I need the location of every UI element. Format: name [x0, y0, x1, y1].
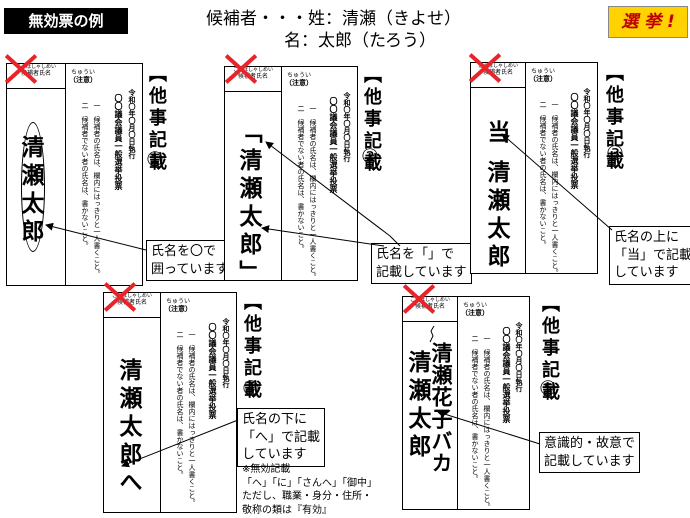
ballot-name-column: [403, 321, 458, 509]
callout-2: 氏名を「」で 記載しています: [371, 243, 472, 285]
ballot-date: 令和〇年〇月〇日執行: [515, 322, 523, 392]
callout-3: 氏名の上に 「当」で記載 しています: [609, 226, 690, 285]
arrow-2b: [389, 235, 401, 247]
senkyo-badge: 選 挙 !: [608, 6, 688, 38]
ballot-rule-2: 二 候補者でない者の氏名は、書かないこと。: [539, 101, 547, 248]
arrow-1: [45, 222, 147, 251]
arrow-2a: [261, 225, 385, 247]
ballot-rule-1: 一 候補者の氏名は、欄内にはっきりと一人書くこと。: [551, 101, 559, 276]
arrow-4: [121, 419, 239, 468]
ballot-rule-2: 二 候補者でない者の氏名は、書かないこと。: [176, 331, 184, 478]
ballot-chui: ちゅうい（注意）: [69, 69, 97, 84]
example-number-4: ④: [242, 376, 260, 400]
candidate-name-3: 清瀬太郎: [483, 160, 509, 272]
ballot-4: こうほしゃしめい 候補者氏名 ちゅうい（注意） 令和〇年〇月〇日執行 〇〇議会議…: [103, 292, 237, 513]
candidate-name-2: 「清瀬太郎」: [235, 120, 261, 288]
example-number-5: ⑤: [539, 376, 557, 400]
circle-mark: [21, 122, 45, 252]
tajiki-label-5: 【他事記載: [539, 294, 560, 404]
ballot-rule-1: 一 候補者の氏名は、欄内にはっきりと一人書くこと。: [483, 335, 491, 510]
arrow-2c: [265, 141, 391, 237]
ballot-rule-2: 二 候補者でない者の氏名は、書かないこと。: [81, 102, 89, 249]
ballot-rule-1: 一 候補者の氏名は、欄内にはっきりと一人書くこと。: [309, 105, 317, 280]
example-number-3: ③: [606, 141, 624, 165]
arrow-5: [437, 410, 541, 445]
tajiki-label-2: 【他事記載: [361, 65, 382, 175]
ballot-election: 〇〇議会議員一般選挙投票: [502, 327, 511, 423]
ballot-name-column: [471, 87, 526, 273]
ballot-2: こうほしゃしめい 候補者氏名 ちゅうい（注意） 令和〇年〇月〇日執行 〇〇議会議…: [224, 66, 358, 281]
ballot-election: 〇〇議会議員一般選挙投票: [114, 94, 123, 190]
candidate-name-4: 清瀬太郎へ: [115, 358, 141, 498]
example-number-2: ②: [361, 144, 379, 168]
ballot-rule-1: 一 候補者の氏名は、欄内にはっきりと一人書くこと。: [188, 331, 196, 506]
ballot-name-column: [7, 88, 66, 285]
page-title: 無効票の例: [4, 8, 128, 34]
ballot-date: 令和〇年〇月〇日執行: [128, 89, 136, 159]
callout-1: 氏名を〇で 囲っています: [146, 240, 234, 282]
ballot-election: 〇〇議会議員一般選挙投票: [570, 93, 579, 189]
callout-4: 氏名の下に 「へ」で記載 しています: [237, 408, 326, 467]
callout-5: 意識的・故意で 記載しています: [539, 432, 641, 474]
ballot-chui: ちゅうい（注意）: [461, 302, 489, 317]
tajiki-label-3: 【他事記載: [603, 63, 624, 173]
ballot-rule-1: 一 候補者の氏名は、欄内にはっきりと一人書くこと。: [93, 102, 101, 277]
ballot-chui: ちゅうい（注意）: [285, 72, 313, 87]
tajiki-label-1: 【他事記載: [146, 64, 167, 174]
ballot-3: こうほしゃしめい 候補者氏名 ちゅうい（注意） 令和〇年〇月〇日執行 〇〇議会議…: [470, 62, 598, 276]
scribble-mark: [429, 325, 435, 343]
candidate-given-name-line: 名：太郎（たろう）: [284, 31, 436, 51]
candidate-surname-line: 候補者・・・姓：清瀬（きよせ）: [206, 9, 461, 29]
ballot-name-column: [225, 91, 282, 280]
arrow-3: [501, 133, 613, 231]
ballot-chui: ちゅうい（注意）: [529, 68, 557, 83]
ballot-name-column: [104, 317, 161, 512]
ballot-date: 令和〇年〇月〇日執行: [343, 92, 351, 162]
ballot-date: 令和〇年〇月〇日執行: [222, 318, 230, 388]
ballot-rule-2: 二 候補者でない者の氏名は、書かないこと。: [471, 335, 479, 482]
ballot-5: こうほしゃしめい 候補者氏名 ちゅうい（注意） 令和〇年〇月〇日執行 〇〇議会議…: [402, 296, 530, 510]
ballot-rule-2: 二 候補者でない者の氏名は、書かないこと。: [297, 105, 305, 252]
ballot-election: 〇〇議会議員一般選挙投票: [208, 323, 217, 419]
example-number-1: ①: [146, 147, 164, 171]
ballot-date: 令和〇年〇月〇日執行: [583, 88, 591, 158]
ballot-election: 〇〇議会議員一般選挙投票: [329, 97, 338, 193]
ballot-chui: ちゅうい（注意）: [164, 298, 192, 313]
candidate-name-1: 清瀬太郎: [17, 135, 43, 247]
tajiki-label-4: 【他事記載: [241, 292, 262, 402]
invalid-entry-note: ※無効記載 「へ」「に」「さんへ」「御中」 ただし、職業・身分・住所・ 敬称の類…: [242, 464, 377, 516]
candidate-name-5: 清瀬太郎: [404, 350, 430, 462]
scribble-text: 清瀬花子バカ: [429, 342, 453, 474]
